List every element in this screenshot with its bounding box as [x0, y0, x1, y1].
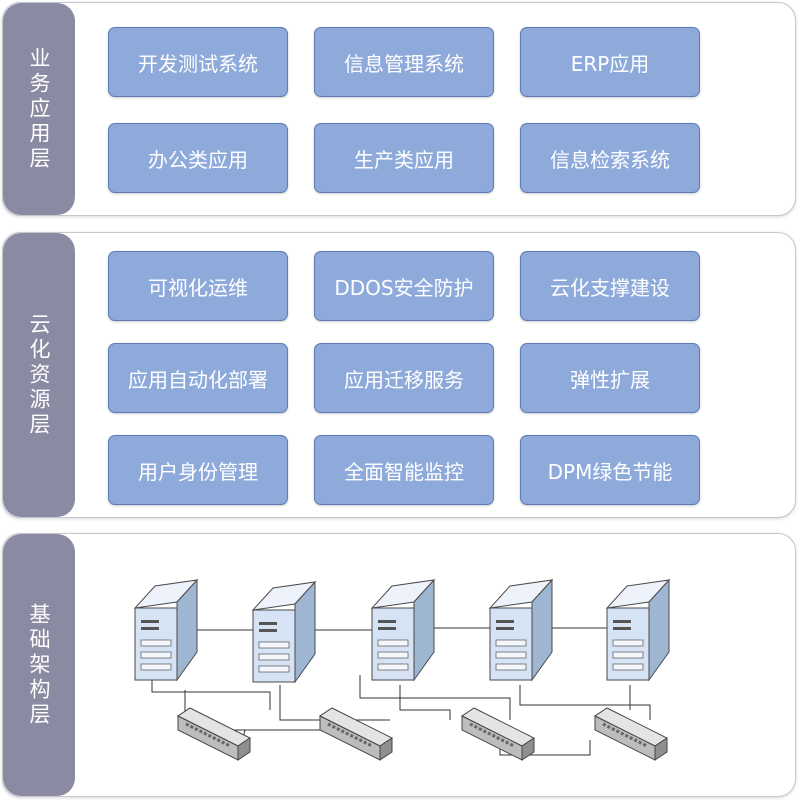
switch-2: [318, 706, 394, 762]
app-box-info-search: 信息检索系统: [520, 123, 700, 193]
cloud-layer: 云化资源层 可视化运维 DDOS安全防护 云化支撑建设 应用自动化部署 应用迁移…: [2, 232, 796, 518]
cloud-box-dpm: DPM绿色节能: [520, 435, 700, 505]
cloud-box-migration: 应用迁移服务: [314, 343, 494, 413]
cloud-box-auto-deploy: 应用自动化部署: [108, 343, 288, 413]
network-links: [151, 627, 651, 756]
app-box-erp: ERP应用: [520, 27, 700, 97]
cloud-box-monitor: 全面智能监控: [314, 435, 494, 505]
server-1: [134, 579, 198, 681]
switch-4: [593, 706, 669, 762]
switch-3: [460, 706, 536, 762]
cloud-box-cloud-support: 云化支撑建设: [520, 251, 700, 321]
cloud-box-identity: 用户身份管理: [108, 435, 288, 505]
business-layer-label: 业务应用层: [3, 3, 75, 215]
app-box-office: 办公类应用: [108, 123, 288, 193]
server-5: [606, 579, 670, 681]
cloud-layer-label: 云化资源层: [3, 233, 75, 517]
app-box-production: 生产类应用: [314, 123, 494, 193]
server-3: [371, 579, 435, 681]
network-topology: [134, 579, 670, 762]
cloud-box-visual-ops: 可视化运维: [108, 251, 288, 321]
server-2: [252, 581, 316, 683]
switch-1: [176, 706, 252, 762]
app-box-dev-test: 开发测试系统: [108, 27, 288, 97]
app-box-info-mgmt: 信息管理系统: [314, 27, 494, 97]
business-layer: 业务应用层 开发测试系统 信息管理系统 ERP应用 办公类应用 生产类应用 信息…: [2, 2, 796, 216]
cloud-box-ddos: DDOS安全防护: [314, 251, 494, 321]
cloud-box-elastic: 弹性扩展: [520, 343, 700, 413]
infrastructure-layer: 基础架构层: [2, 533, 796, 797]
server-4: [489, 579, 553, 681]
infrastructure-layer-label: 基础架构层: [3, 534, 75, 796]
